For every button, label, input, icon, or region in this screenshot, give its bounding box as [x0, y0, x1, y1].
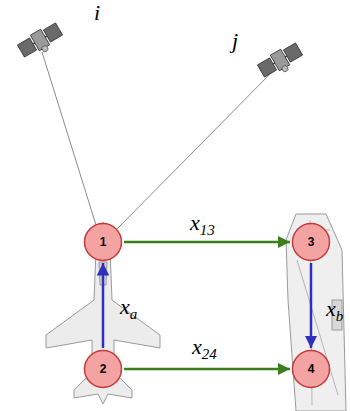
sight-line	[42, 52, 96, 225]
variable-label: x24	[192, 336, 217, 362]
aircraft-illustration	[46, 222, 160, 404]
node-circle: 2	[83, 349, 123, 389]
node-number: 1	[83, 222, 123, 262]
sight-line	[117, 72, 272, 229]
ship-illustration	[286, 214, 346, 411]
flow-arrow	[124, 368, 290, 371]
variable-label: xb	[326, 298, 343, 324]
node-number: 3	[291, 222, 331, 262]
flow-arrow	[310, 263, 313, 348]
flow-arrow	[102, 263, 105, 348]
satellite-icon	[256, 41, 305, 82]
node-circle: 3	[291, 222, 331, 262]
node-number: 4	[291, 349, 331, 389]
node-circle: 1	[83, 222, 123, 262]
flow-arrow	[124, 241, 290, 244]
variable-label: xa	[120, 296, 137, 322]
variable-label: x13	[190, 212, 215, 238]
node-circle: 4	[291, 349, 331, 389]
satellite-label: i	[94, 2, 100, 24]
node-number: 2	[83, 349, 123, 389]
satellite-label: j	[232, 30, 238, 52]
satellite-icon	[16, 21, 65, 62]
